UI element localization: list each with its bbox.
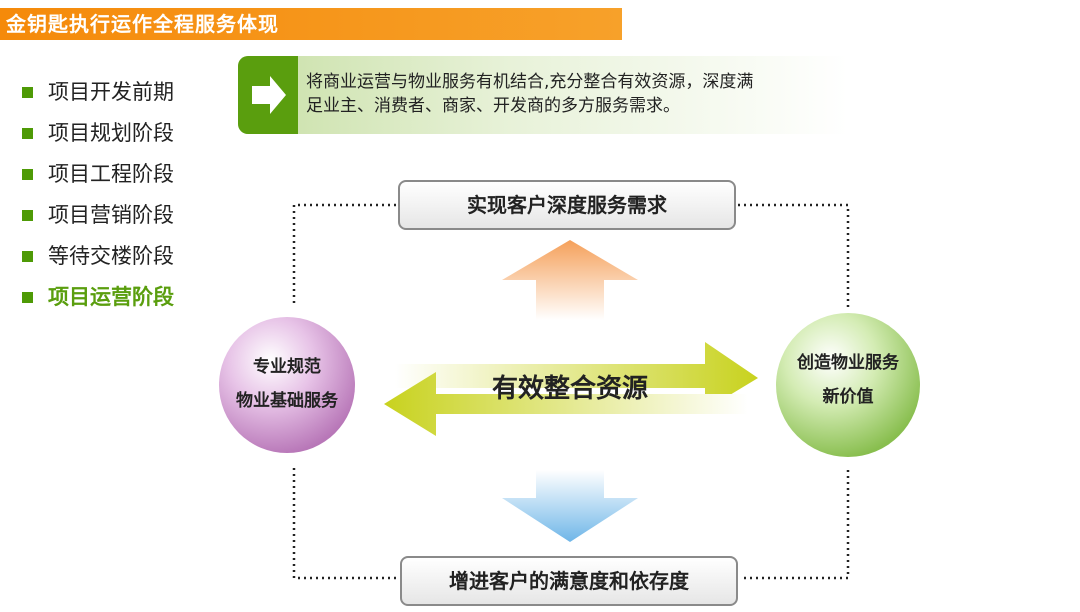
phase-item: 项目工程阶段 bbox=[22, 154, 174, 195]
phase-item: 项目开发前期 bbox=[22, 72, 174, 113]
right-swap-arrow-icon bbox=[395, 342, 758, 410]
phase-label: 项目开发前期 bbox=[48, 80, 174, 104]
phase-label: 等待交楼阶段 bbox=[48, 244, 174, 268]
left-swap-arrow-icon bbox=[384, 372, 748, 436]
phase-item: 项目营销阶段 bbox=[22, 195, 174, 236]
phase-label: 项目工程阶段 bbox=[48, 162, 174, 186]
bottom-goal-box: 增进客户的满意度和依存度 bbox=[400, 556, 738, 606]
left-circle bbox=[219, 317, 355, 453]
center-label: 有效整合资源 bbox=[491, 374, 648, 404]
left-circle-line-2: 物业基础服务 bbox=[236, 391, 338, 411]
banner-arrow-box bbox=[238, 56, 298, 134]
square-bullet-icon bbox=[22, 251, 33, 262]
top-goal-box: 实现客户深度服务需求 bbox=[398, 180, 736, 230]
phase-label: 项目运营阶段 bbox=[48, 285, 174, 309]
dotted-connector-lines bbox=[292, 203, 850, 580]
down-arrow-icon bbox=[502, 470, 638, 542]
left-circle-line-1: 专业规范 bbox=[253, 357, 321, 377]
banner-text: 将商业运营与物业服务有机结合,充分整合有效资源，深度满 足业主、消费者、商家、开… bbox=[306, 70, 846, 118]
page-title: 金钥匙执行运作全程服务体现 bbox=[0, 8, 622, 40]
summary-banner: 将商业运营与物业服务有机结合,充分整合有效资源，深度满 足业主、消费者、商家、开… bbox=[238, 56, 848, 134]
right-circle-label: 创造物业服务 新价值 bbox=[776, 346, 920, 414]
phase-label: 项目营销阶段 bbox=[48, 203, 174, 227]
banner-line-1: 将商业运营与物业服务有机结合,充分整合有效资源，深度满 bbox=[306, 72, 754, 92]
right-circle bbox=[776, 313, 920, 457]
square-bullet-icon bbox=[22, 292, 33, 303]
square-bullet-icon bbox=[22, 169, 33, 180]
right-arrow-icon bbox=[252, 76, 286, 114]
phase-label: 项目规划阶段 bbox=[48, 121, 174, 145]
phase-item: 等待交楼阶段 bbox=[22, 236, 174, 277]
up-arrow-icon bbox=[502, 240, 638, 320]
square-bullet-icon bbox=[22, 210, 33, 221]
square-bullet-icon bbox=[22, 128, 33, 139]
phase-list: 项目开发前期 项目规划阶段 项目工程阶段 项目营销阶段 等待交楼阶段 项目运营阶… bbox=[22, 72, 174, 318]
left-circle-label: 专业规范 物业基础服务 bbox=[219, 350, 355, 418]
banner-line-2: 足业主、消费者、商家、开发商的多方服务需求。 bbox=[306, 96, 680, 116]
right-circle-line-1: 创造物业服务 bbox=[797, 353, 899, 373]
phase-item-active: 项目运营阶段 bbox=[22, 277, 174, 318]
phase-item: 项目规划阶段 bbox=[22, 113, 174, 154]
square-bullet-icon bbox=[22, 87, 33, 98]
right-circle-line-2: 新价值 bbox=[822, 387, 874, 407]
